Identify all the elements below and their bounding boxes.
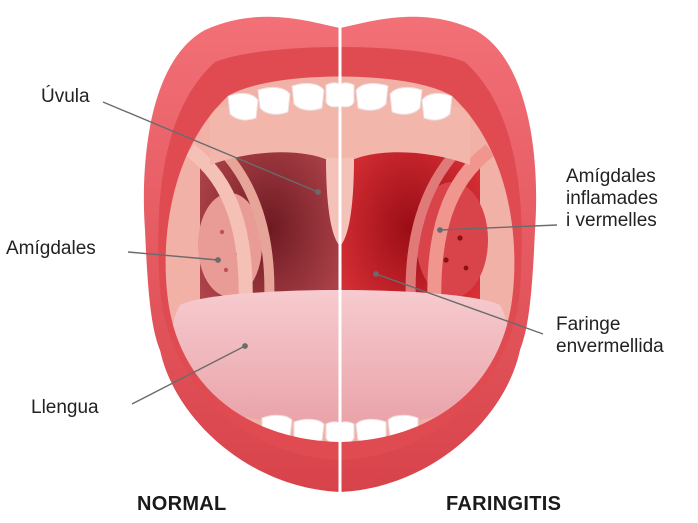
label-tongue: Llengua xyxy=(31,397,99,419)
label-pharynx-reddened: Faringe envermellida xyxy=(556,314,664,358)
caption-pharyngitis: FARINGITIS xyxy=(446,493,561,516)
label-uvula: Úvula xyxy=(41,86,90,108)
label-tonsils-normal: Amígdales xyxy=(6,238,96,260)
caption-normal: NORMAL xyxy=(137,493,227,516)
label-tonsils-inflamed: Amígdales inflamades i vermelles xyxy=(566,166,658,232)
